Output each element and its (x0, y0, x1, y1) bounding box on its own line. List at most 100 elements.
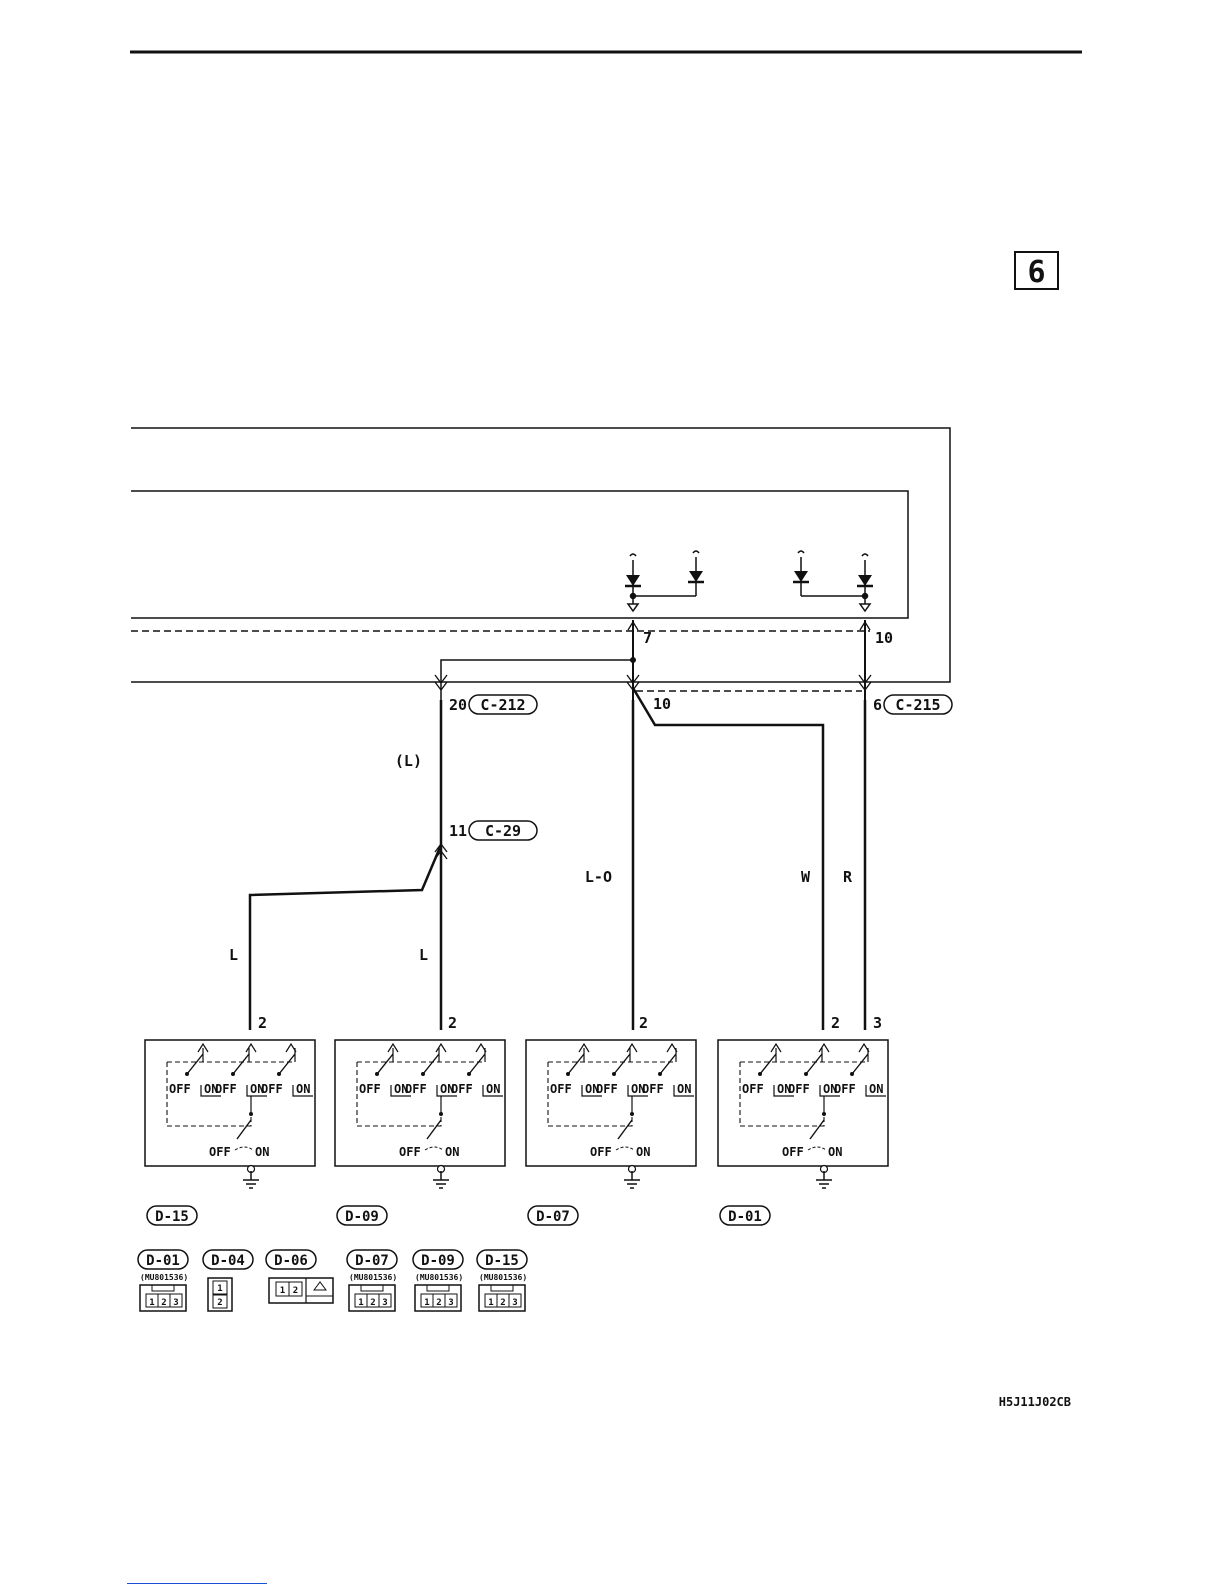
junction-pin: 6 (873, 696, 882, 714)
connector-tag: C-212 (468, 694, 538, 715)
switch-connector-tag-label: D-09 (345, 1209, 379, 1225)
switch-on-label: ON (777, 1082, 791, 1096)
switch-on-label: ON (828, 1145, 842, 1159)
legend-connector-tag: D-07 (346, 1249, 398, 1270)
junction-pin: 10 (653, 695, 671, 713)
legend-connector-tag: D-04 (202, 1249, 254, 1270)
figure-code: H5J11J02CB (999, 1395, 1071, 1409)
switch-connector-tag-label: D-01 (728, 1209, 762, 1225)
junction-pin: 20 (449, 696, 467, 714)
switch-on-label: ON (445, 1145, 459, 1159)
switch-on-label: ON (486, 1082, 500, 1096)
switch-on-label: ON (204, 1082, 218, 1096)
pin-cell: 1 (280, 1286, 285, 1296)
switch-off-label: OFF (788, 1082, 810, 1096)
switch-pin-number: 2 (639, 1014, 648, 1032)
legend-connector: D-04 1 2 (202, 1249, 254, 1312)
pin-cell: 1 (488, 1298, 493, 1308)
switch-on-label: ON (823, 1082, 837, 1096)
switch-off-label: OFF (550, 1082, 572, 1096)
legend-connector-tag-label: D-01 (146, 1253, 180, 1269)
pin-cell: 2 (500, 1298, 505, 1308)
legend-connector-tag-label: D-09 (421, 1253, 455, 1269)
legend-connector-tag: D-09 (412, 1249, 464, 1270)
switch-on-label: ON (585, 1082, 599, 1096)
switch-off-label: OFF (742, 1082, 764, 1096)
module-outline (131, 427, 951, 692)
legend-connector-tag-label: D-07 (355, 1253, 389, 1269)
diode-icon (855, 573, 875, 588)
ground-icon (815, 1170, 833, 1189)
switch-connector-tag: D-15 (146, 1205, 198, 1226)
switch-off-label: OFF (261, 1082, 283, 1096)
switch-off-label: OFF (405, 1082, 427, 1096)
legend-connector-tag-label: D-15 (485, 1253, 519, 1269)
switch-off-label: OFF (359, 1082, 381, 1096)
diode-cluster (626, 550, 872, 613)
switch-off-label: OFF (209, 1145, 231, 1159)
switch-off-label: OFF (782, 1145, 804, 1159)
connector-tag-label: C-29 (485, 822, 521, 840)
wire-color-label: (L) (395, 752, 422, 770)
wire-color-label: W (801, 868, 811, 886)
switch-connector-tag-label: D-07 (536, 1209, 570, 1225)
wire-network (248, 620, 867, 1030)
part-number: (MU801536) (140, 1273, 188, 1282)
pin-cell: 2 (370, 1298, 375, 1308)
ground-icon (432, 1170, 450, 1189)
connector-pin: 7 (643, 629, 652, 647)
switch-pin-number: 3 (873, 1014, 882, 1032)
legend-connector-tag: D-06 (265, 1249, 317, 1270)
pin-cell: 1 (358, 1298, 363, 1308)
switch-off-label: OFF (169, 1082, 191, 1096)
wire-color-label: R (843, 868, 853, 886)
part-number: (MU801536) (479, 1273, 527, 1282)
legend-connector-tag-label: D-04 (211, 1253, 245, 1269)
legend-connector-tag-label: D-06 (274, 1253, 308, 1269)
wire-color-label: L (419, 946, 428, 964)
legend-connector-tag: D-15 (476, 1249, 528, 1270)
diode-icon (791, 569, 811, 584)
switch-on-label: ON (440, 1082, 454, 1096)
switch-on-label: ON (250, 1082, 264, 1096)
connector-pin: 10 (875, 629, 893, 647)
switch-pin-number: 2 (258, 1014, 267, 1032)
connector-tag: C-215 (883, 694, 953, 715)
legend-connector-tag: D-01 (137, 1249, 189, 1270)
connector-tag-label: C-215 (895, 696, 940, 714)
part-number: (MU801536) (415, 1273, 463, 1282)
switch-off-label: OFF (215, 1082, 237, 1096)
switch-on-label: ON (394, 1082, 408, 1096)
pin-cell: 3 (512, 1298, 517, 1308)
switch-connector-tag: D-01 (719, 1205, 771, 1226)
pin-cell: 2 (436, 1298, 441, 1308)
pin-cell: 1 (217, 1284, 222, 1294)
switch-connector-tag: D-09 (336, 1205, 388, 1226)
junction-pin: 11 (449, 822, 467, 840)
switch-pin-number: 2 (448, 1014, 457, 1032)
ground-icon (623, 1170, 641, 1189)
switch-on-label: ON (631, 1082, 645, 1096)
pin-cell: 3 (173, 1298, 178, 1308)
pin-cell: 2 (161, 1298, 166, 1308)
pin-cell: 3 (448, 1298, 453, 1308)
switch-on-label: ON (677, 1082, 691, 1096)
switch-off-label: OFF (399, 1145, 421, 1159)
wire-color-label: L (229, 946, 238, 964)
switch-off-label: OFF (834, 1082, 856, 1096)
pin-cell: 2 (217, 1298, 222, 1308)
switch-on-label: ON (296, 1082, 310, 1096)
connector-tag-label: C-212 (480, 696, 525, 714)
page-ref-box: 6 (1014, 251, 1059, 290)
page-ref-number: 6 (1027, 255, 1045, 290)
switch-connector-tag-label: D-15 (155, 1209, 189, 1225)
